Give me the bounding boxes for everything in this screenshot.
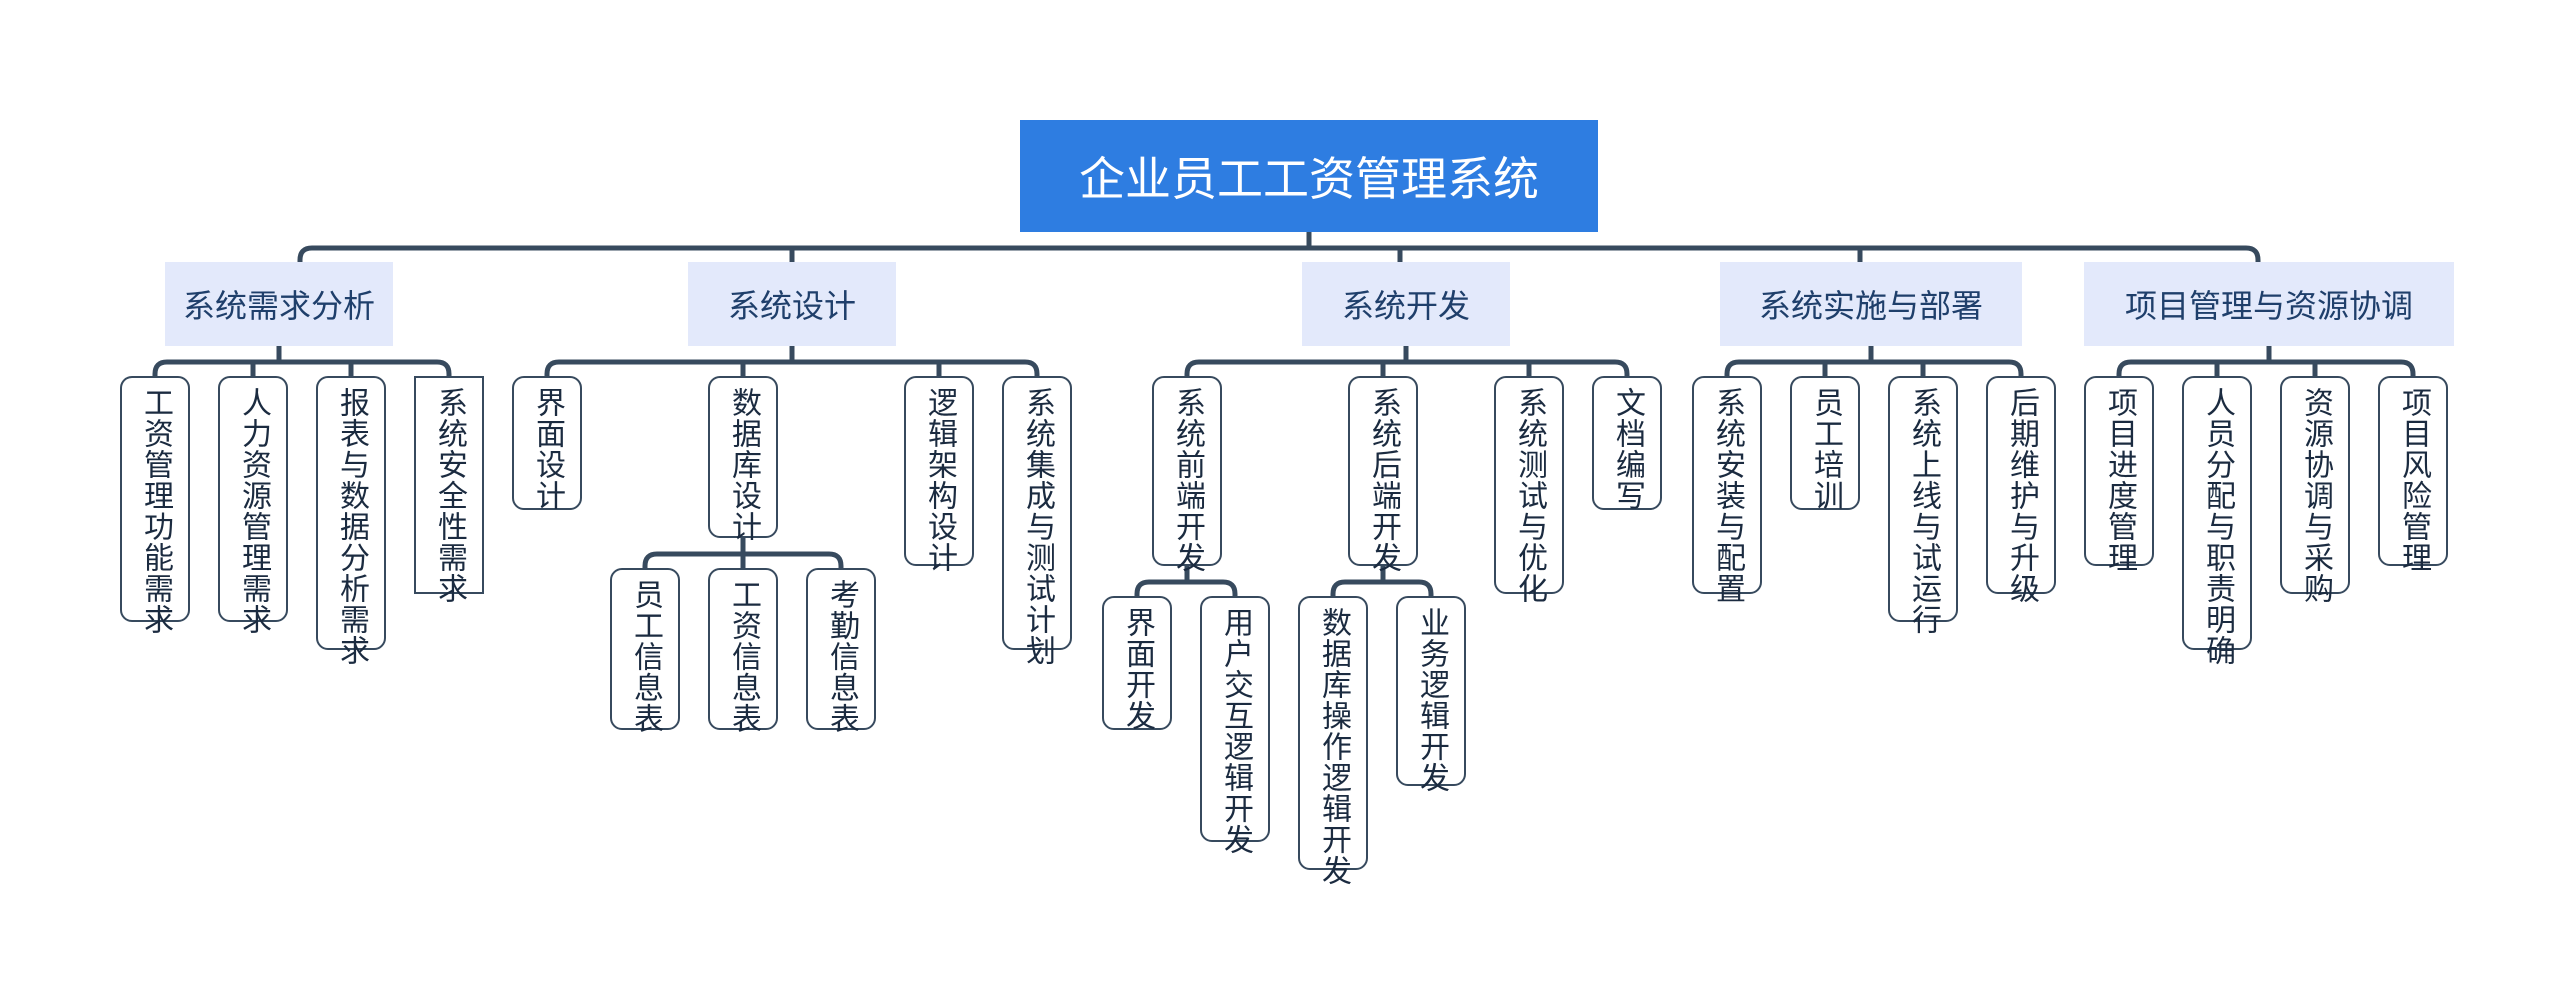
node-label: 系统安装与配置 [1710,387,1745,604]
node-label: 文档编写 [1610,387,1645,511]
branch-label: 系统需求分析 [182,287,375,325]
node-label: 业务逻辑开发 [1414,607,1449,793]
branch-label: 系统设计 [727,287,856,325]
node-employee-training[interactable]: 员工培训 [1790,376,1860,511]
node-maintenance-upgrade[interactable]: 后期维护与升级 [1986,376,2056,604]
node-installation-configuration[interactable]: 系统安装与配置 [1692,376,1762,604]
branch-system-development[interactable]: 系统开发 [1302,262,1510,346]
node-label: 系统集成与测试计划 [1020,387,1055,666]
node-security-req[interactable]: 系统安全性需求 [414,376,484,604]
node-label: 系统测试与优化 [1512,387,1547,604]
node-salary-info-table[interactable]: 工资信息表 [708,568,778,734]
node-report-analysis-req[interactable]: 报表与数据分析需求 [316,376,386,666]
node-resource-procurement[interactable]: 资源协调与采购 [2280,376,2350,604]
node-label: 员工培训 [1808,387,1843,511]
node-database-design[interactable]: 数据库设计 [708,376,778,542]
node-label: 界面设计 [530,387,565,511]
node-label: 考勤信息表 [824,579,859,734]
requirements-connector [152,343,452,379]
node-testing-optimization[interactable]: 系统测试与优化 [1494,376,1564,604]
node-label: 后期维护与升级 [2004,387,2039,604]
implementation-connector [1724,343,2024,379]
branch-label: 系统开发 [1341,287,1470,325]
node-frontend-development[interactable]: 系统前端开发 [1152,376,1222,573]
node-integration-test-plan[interactable]: 系统集成与测试计划 [1002,376,1072,666]
development-connector [1184,343,1630,379]
design-connector [544,343,1040,379]
node-label: 项目风险管理 [2396,387,2431,573]
node-salary-function-req[interactable]: 工资管理功能需求 [120,376,190,635]
node-label: 员工信息表 [628,579,663,734]
node-documentation[interactable]: 文档编写 [1592,376,1662,511]
branch-implementation-deployment[interactable]: 系统实施与部署 [1720,262,2022,346]
node-label: 项目进度管理 [2102,387,2137,573]
branch-system-design[interactable]: 系统设计 [688,262,896,346]
node-label: 人员分配与职责明确 [2200,387,2235,666]
node-label: 人力资源管理需求 [236,387,271,635]
node-business-logic-development[interactable]: 业务逻辑开发 [1396,596,1466,793]
node-employee-info-table[interactable]: 员工信息表 [610,568,680,734]
node-hr-management-req[interactable]: 人力资源管理需求 [218,376,288,635]
frontend-connector [1134,563,1238,599]
database-design-connector [642,535,844,571]
node-label: 数据库操作逻辑开发 [1316,607,1351,886]
node-label: 系统前端开发 [1170,387,1205,573]
node-logic-architecture-design[interactable]: 逻辑架构设计 [904,376,974,573]
node-label: 系统上线与试运行 [1906,387,1941,635]
branch-requirements-analysis[interactable]: 系统需求分析 [165,262,393,346]
project-management-connector [2116,343,2416,379]
node-launch-trial-run[interactable]: 系统上线与试运行 [1888,376,1958,635]
branch-label: 项目管理与资源协调 [2124,287,2413,325]
node-label: 逻辑架构设计 [922,387,957,573]
node-ui-design[interactable]: 界面设计 [512,376,582,511]
root-node[interactable]: 企业员工工资管理系统 [1020,120,1598,232]
node-label: 界面开发 [1120,607,1155,731]
node-label: 数据库设计 [726,387,761,542]
backend-connector [1330,563,1434,599]
root-connector [297,229,2261,265]
branch-label: 系统实施与部署 [1758,287,1983,325]
node-interaction-logic-development[interactable]: 用户交互逻辑开发 [1200,596,1270,855]
node-label: 工资管理功能需求 [138,387,173,635]
node-attendance-info-table[interactable]: 考勤信息表 [806,568,876,734]
node-label: 系统后端开发 [1366,387,1401,573]
node-label: 工资信息表 [726,579,761,734]
root-label: 企业员工工资管理系统 [1079,152,1539,206]
node-database-logic-development[interactable]: 数据库操作逻辑开发 [1298,596,1368,886]
branch-project-resource-management[interactable]: 项目管理与资源协调 [2084,262,2454,346]
node-schedule-management[interactable]: 项目进度管理 [2084,376,2154,573]
node-staff-allocation[interactable]: 人员分配与职责明确 [2182,376,2252,666]
node-backend-development[interactable]: 系统后端开发 [1348,376,1418,573]
node-risk-management[interactable]: 项目风险管理 [2378,376,2448,573]
node-label: 系统安全性需求 [432,387,467,604]
node-label: 报表与数据分析需求 [334,387,369,666]
node-label: 资源协调与采购 [2298,387,2333,604]
node-label: 用户交互逻辑开发 [1218,607,1253,855]
node-ui-development[interactable]: 界面开发 [1102,596,1172,731]
